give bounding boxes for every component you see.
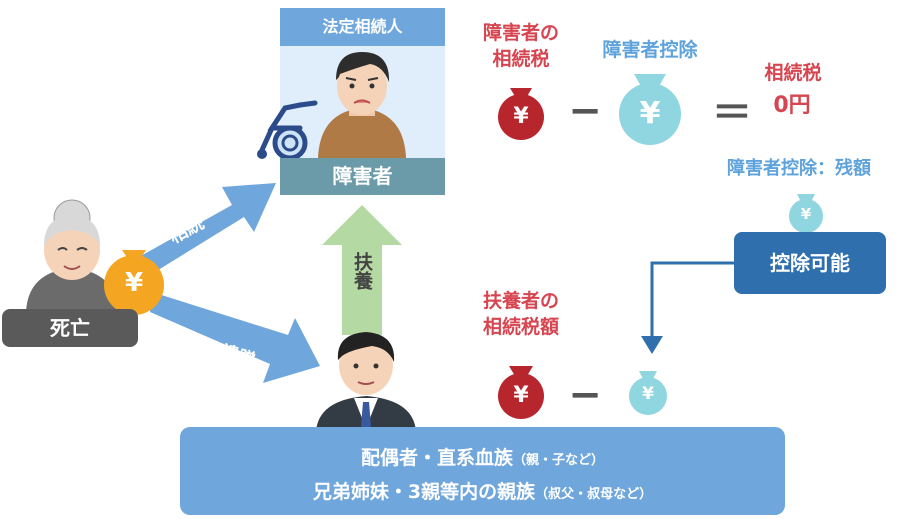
family-line-1-sub: （親・子など） bbox=[513, 453, 605, 468]
equals-operator: ＝ bbox=[712, 90, 752, 136]
eligible-family-box: 配偶者・直系血族（親・子など） 兄弟姉妹・3親等内の親族（叔父・叔母など） bbox=[180, 427, 785, 515]
wheelchair-icon bbox=[257, 100, 318, 161]
family-line-1-main: 配偶者・直系血族 bbox=[360, 447, 513, 469]
deceased-label: 死亡 bbox=[2, 309, 138, 347]
supporter-deduction-bag-icon bbox=[629, 371, 667, 415]
inherit-bequest-arrow bbox=[150, 292, 320, 383]
disabled-heir-label: 障害者 bbox=[280, 158, 445, 195]
supporter-tax-bag-icon bbox=[498, 366, 544, 419]
heir-tax-yen-symbol: ¥ bbox=[513, 104, 529, 129]
legal-heir-title: 法定相続人 bbox=[280, 8, 445, 46]
family-line-1: 配偶者・直系血族（親・子など） bbox=[180, 443, 785, 470]
supporter-minus-operator: − bbox=[568, 372, 602, 418]
result-tax-label: 相続税 bbox=[764, 62, 822, 84]
family-line-2-sub: （叔父・叔母など） bbox=[535, 487, 653, 502]
support-arrow-label: 扶養 bbox=[351, 252, 373, 290]
estate-money-bag-icon bbox=[104, 250, 164, 315]
heir-tax-label: 障害者の 相続税 bbox=[482, 22, 559, 70]
supporter-tax-label: 扶養者の 相続税額 bbox=[482, 290, 559, 338]
minus-operator: − bbox=[568, 88, 602, 134]
deductible-box: 控除可能 bbox=[734, 232, 886, 294]
disabled-person-icon bbox=[318, 52, 406, 158]
spouse-person-icon bbox=[316, 332, 416, 432]
remainder-bag-icon bbox=[789, 194, 823, 233]
estate-yen-symbol: ¥ bbox=[124, 268, 144, 298]
result-tax-value: 0円 bbox=[773, 93, 811, 118]
family-line-2: 兄弟姉妹・3親等内の親族（叔父・叔母など） bbox=[180, 477, 785, 504]
supporter-tax-yen-symbol: ¥ bbox=[513, 383, 529, 408]
deduction-bag-icon bbox=[619, 74, 681, 145]
elderly-person-icon bbox=[26, 199, 118, 312]
deduction-yen-symbol: ¥ bbox=[639, 96, 661, 131]
deduction-transfer-arrow bbox=[641, 261, 734, 354]
deduction-label: 障害者控除 bbox=[602, 39, 698, 61]
remaining-deduction-label: 障害者控除：残額 bbox=[727, 158, 871, 179]
support-arrow bbox=[322, 205, 402, 335]
supporter-deduction-yen-symbol: ¥ bbox=[642, 384, 654, 404]
heir-tax-bag-icon bbox=[498, 88, 544, 140]
inherit-arrow bbox=[130, 183, 276, 280]
remainder-yen-symbol: ¥ bbox=[800, 205, 812, 223]
family-line-2-main: 兄弟姉妹・3親等内の親族 bbox=[312, 481, 536, 503]
